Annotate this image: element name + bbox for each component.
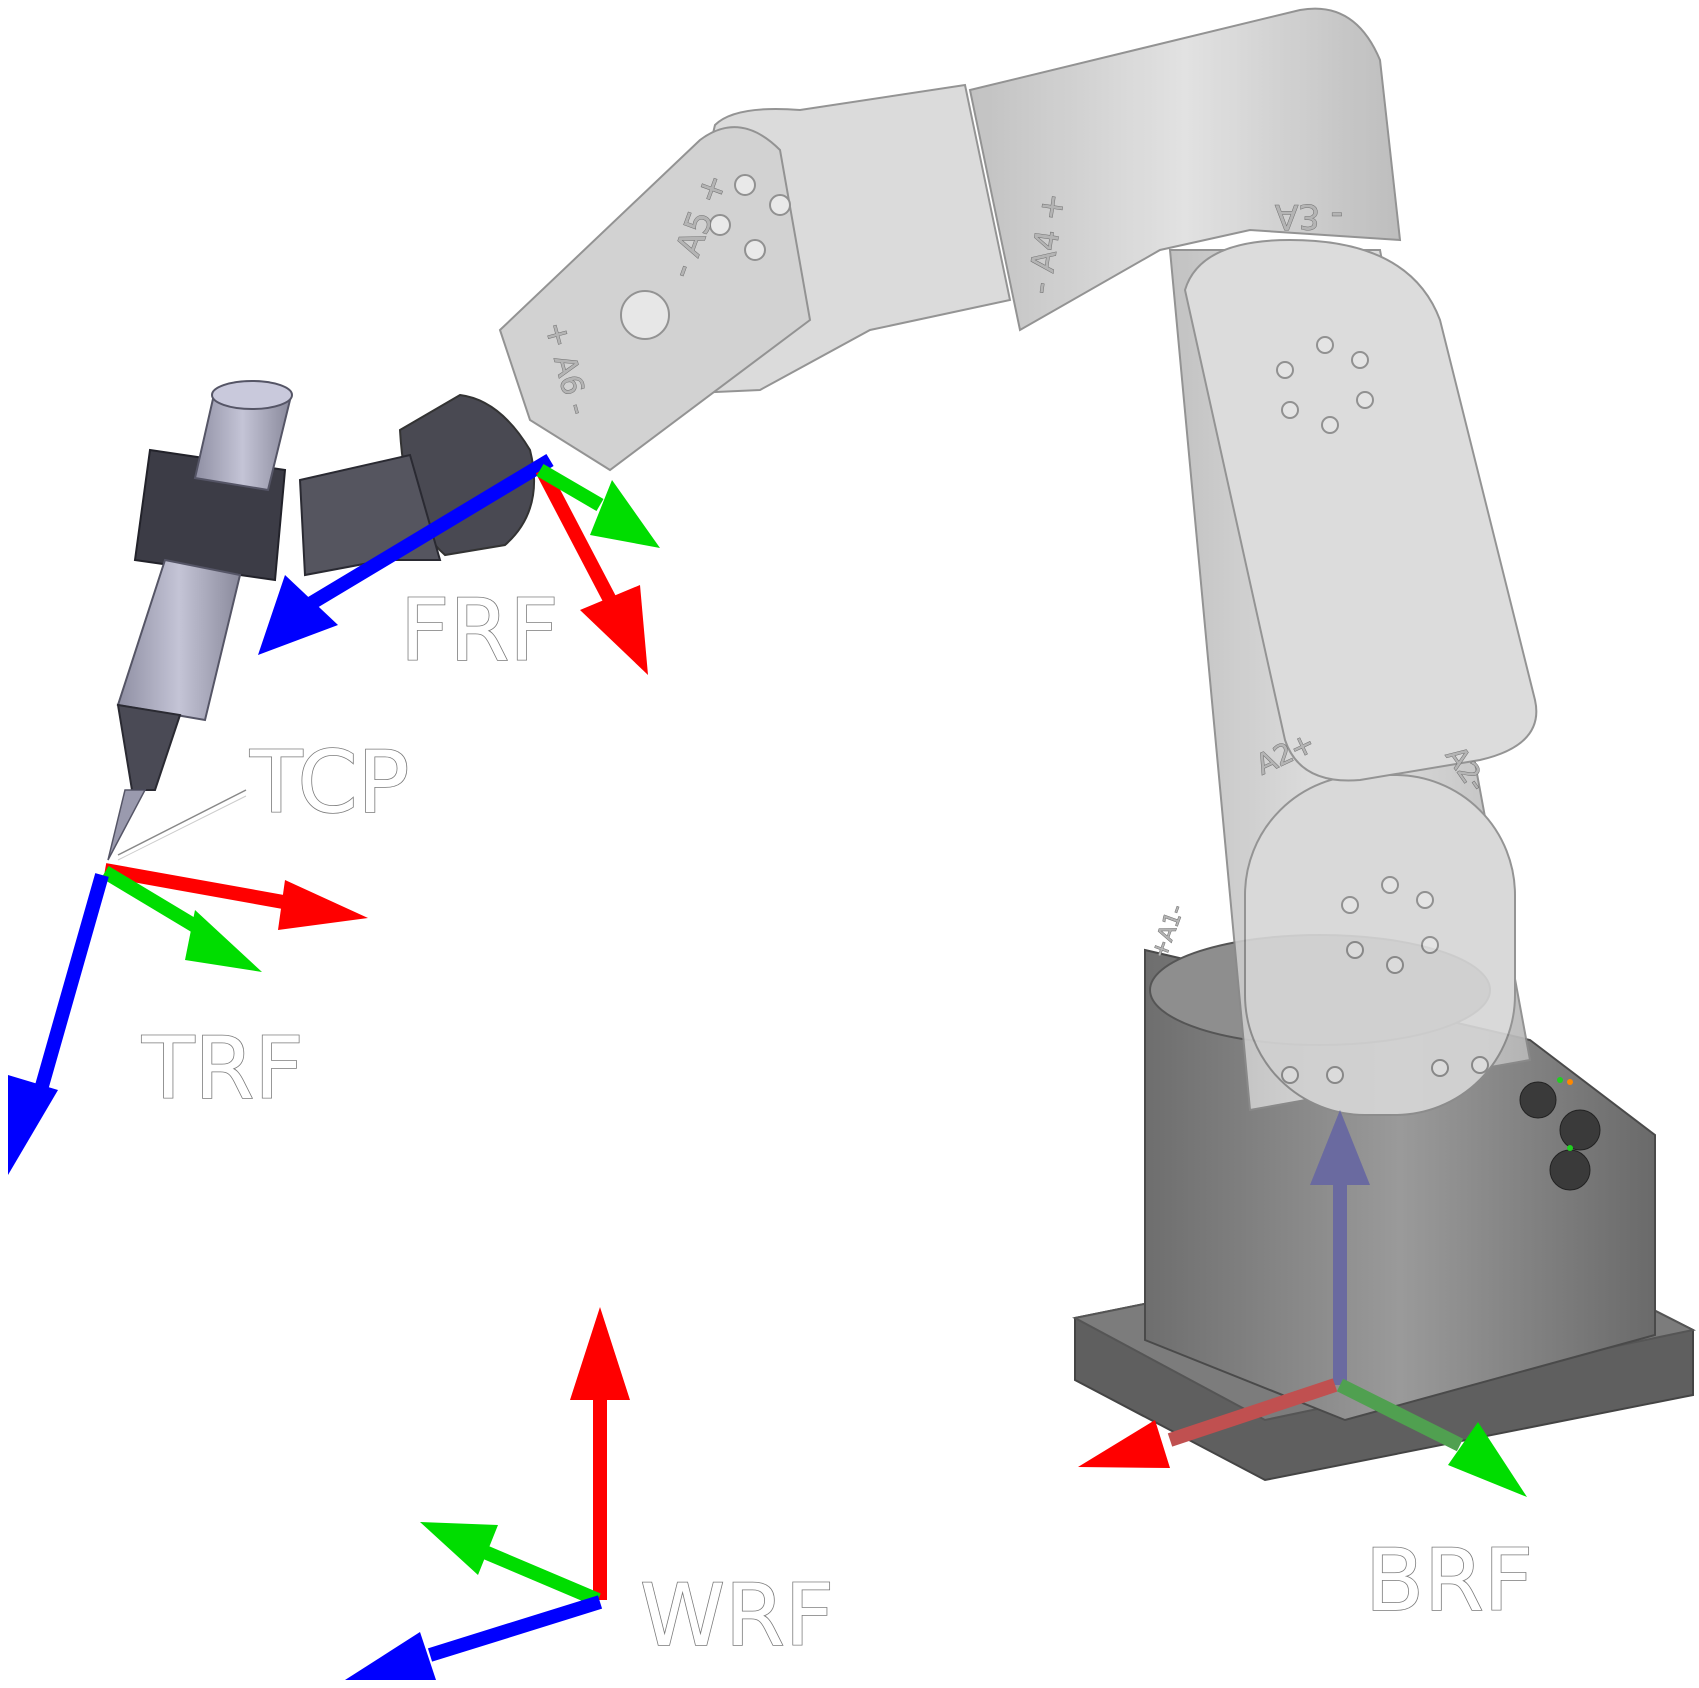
frame-label-brf: BRF bbox=[1365, 1531, 1533, 1631]
tool-nozzle bbox=[116, 703, 182, 791]
joint-label-a3: A3 - bbox=[1275, 196, 1343, 236]
frf-y-axis bbox=[536, 463, 604, 512]
wrf-z-arrowhead bbox=[345, 1632, 436, 1680]
frf-x-axis bbox=[535, 466, 617, 604]
trf-z-arrowhead bbox=[8, 1075, 58, 1175]
brf-x-arrowhead bbox=[1078, 1420, 1170, 1468]
frame-label-frf: FRF bbox=[400, 581, 559, 681]
link-3 bbox=[968, 7, 1402, 332]
tool-gripper bbox=[107, 380, 442, 861]
wrf-y-axis bbox=[477, 1543, 601, 1607]
wrf-y-arrowhead bbox=[420, 1522, 498, 1575]
trf-axes bbox=[8, 863, 368, 1175]
frf-y-arrowhead bbox=[590, 480, 660, 548]
frf-axes bbox=[258, 453, 660, 675]
frf-z-axis bbox=[296, 453, 554, 617]
joint-label-a1: +A1- bbox=[1147, 901, 1189, 962]
brf-y-axis bbox=[1336, 1378, 1464, 1452]
elbow-joint-dots bbox=[1276, 336, 1374, 434]
frf-z-arrowhead bbox=[258, 575, 338, 655]
a5-joint-dots bbox=[709, 174, 791, 261]
tool-tip bbox=[107, 789, 147, 861]
frame-label-trf: TRF bbox=[141, 1019, 304, 1119]
tcp-leader bbox=[117, 789, 247, 861]
brf-z-arrowhead bbox=[1310, 1110, 1370, 1185]
frf-x-arrowhead bbox=[580, 585, 648, 675]
trf-x-arrowhead bbox=[278, 880, 368, 930]
trf-y-arrowhead bbox=[185, 910, 262, 972]
wrf-z-axis bbox=[427, 1595, 603, 1662]
wrf-x-arrowhead bbox=[570, 1307, 630, 1400]
brf-axes bbox=[1078, 1110, 1527, 1497]
brf-y-arrowhead bbox=[1448, 1422, 1527, 1497]
brf-x-axis bbox=[1167, 1378, 1338, 1447]
wrf-axes bbox=[345, 1307, 630, 1680]
trf-z-axis bbox=[31, 873, 109, 1102]
tool-cap bbox=[211, 380, 293, 410]
shoulder-joint-dots bbox=[1281, 876, 1489, 1084]
wrist-screw bbox=[620, 290, 670, 340]
control-buttons bbox=[1519, 1077, 1601, 1191]
robot-arm bbox=[398, 7, 1538, 1116]
frame-label-wrf: WRF bbox=[640, 1566, 834, 1666]
elbow-housing bbox=[1183, 238, 1538, 782]
frame-label-tcp: TCP bbox=[249, 733, 409, 833]
trf-x-axis bbox=[103, 863, 302, 912]
tool-body bbox=[116, 558, 242, 722]
